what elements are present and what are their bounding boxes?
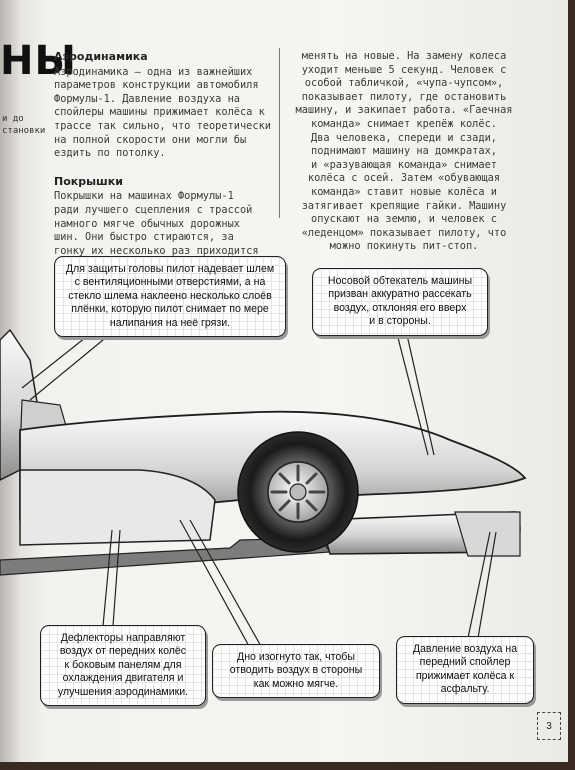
column-divider	[279, 48, 280, 218]
section-title-fragment: НЫ	[0, 38, 77, 84]
side-text-fragment-1: и до	[2, 114, 24, 124]
callout-helmet: Для защиты головы пилот надевает шлем с …	[54, 256, 286, 338]
callout-front-wing: Давление воздуха на передний спойлер при…	[396, 636, 534, 704]
left-text-column: Аэродинамика Аэродинамика – одна из важн…	[54, 50, 276, 272]
book-page: НЫ и до становки Аэродинамика Аэродинами…	[0, 0, 568, 762]
callout-nose-cone: Носовой обтекатель машины призван аккура…	[312, 268, 488, 336]
aero-paragraph: Аэродинамика – одна из важнейших парамет…	[54, 65, 271, 160]
side-text-fragment-2: становки	[2, 126, 46, 136]
right-text-column: менять на новые. На замену колеса уходит…	[295, 50, 513, 253]
callout-deflectors: Дефлекторы направляют воздух от передних…	[40, 625, 206, 707]
callout-floor: Дно изогнуто так, чтобы отводить воздух …	[212, 644, 380, 699]
tyres-heading: Покрышки	[54, 174, 123, 188]
aero-heading: Аэродинамика	[54, 50, 148, 63]
f1-car-illustration	[0, 325, 527, 649]
page-number: 3	[537, 712, 561, 740]
tyres-paragraph: Покрышки на машинах Формулы-1 ради лучше…	[54, 190, 259, 257]
